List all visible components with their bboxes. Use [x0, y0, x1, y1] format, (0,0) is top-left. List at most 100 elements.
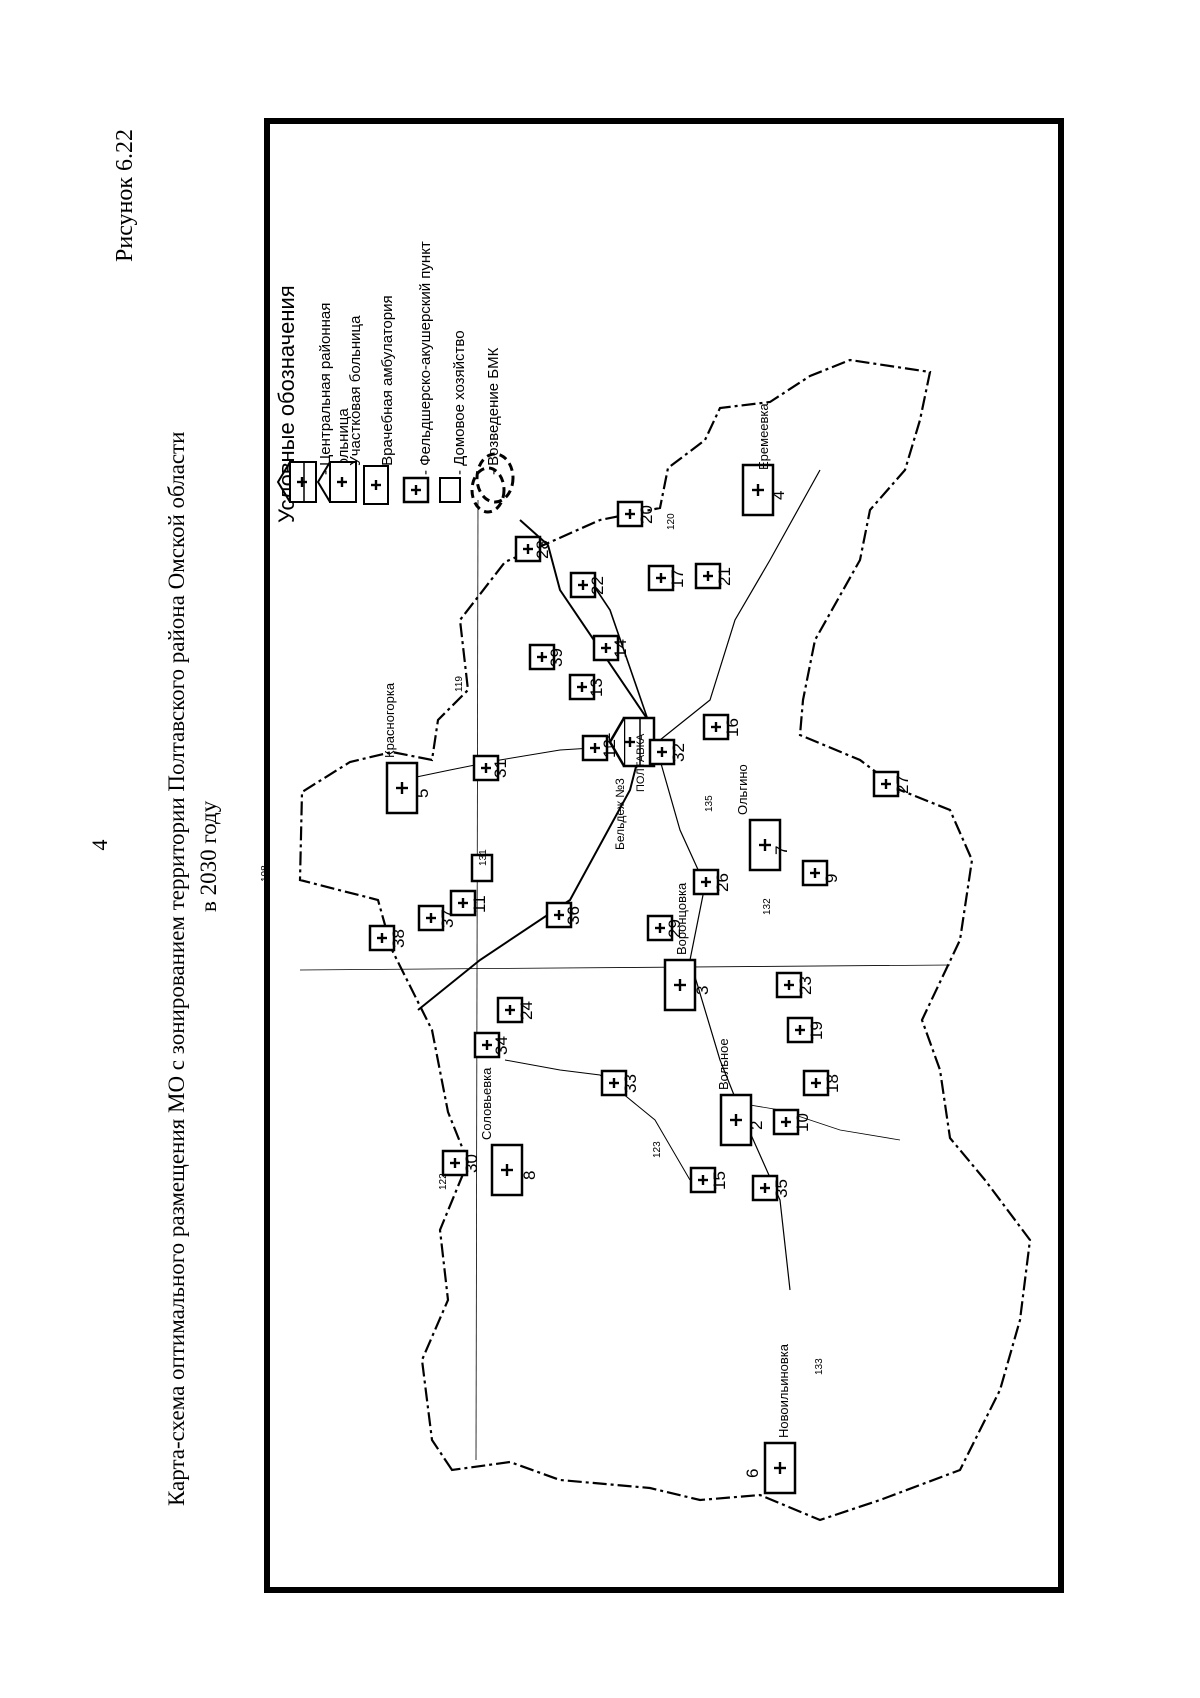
facility-22[interactable]: 22 [569, 571, 607, 599]
district-border [298, 358, 1032, 1522]
facility-21[interactable]: 21 [694, 562, 734, 590]
facility-35[interactable]: 35 [751, 1174, 791, 1202]
road-number-119: 119 [454, 676, 465, 692]
facility-30[interactable]: 30 [441, 1149, 481, 1177]
facility-name: Еремеевка [756, 403, 771, 470]
facility-number: 20 [637, 505, 656, 524]
facility-number: 27 [893, 775, 912, 794]
facility-17[interactable]: 17 [647, 564, 687, 592]
facility-number: 13 [587, 678, 606, 697]
facility-16[interactable]: 16 [702, 713, 742, 741]
facility-39[interactable]: 39 [528, 643, 566, 671]
facility-number: 31 [491, 759, 510, 778]
facility-18[interactable]: 18 [802, 1069, 842, 1097]
facility-20[interactable]: 20 [616, 500, 656, 528]
outpatient-clinic-icon [385, 761, 419, 815]
facility-name: Новоильиновка [776, 1343, 791, 1438]
household-marker [470, 853, 494, 883]
legend-item: - Участковая больница [316, 315, 364, 503]
outpatient-clinic-icon [748, 818, 782, 872]
facility-number: 7 [772, 846, 791, 855]
facility-name: Соловьевка [479, 1067, 494, 1140]
facility-number: 9 [822, 874, 841, 883]
feldsher-point-icon [472, 754, 500, 782]
feldsher-point-icon [689, 1166, 717, 1194]
railway-line [417, 519, 650, 1011]
facility-28[interactable]: 28 [514, 535, 552, 563]
facility-24[interactable]: 24 [496, 996, 536, 1024]
feldsher-point-icon [569, 571, 597, 599]
facility-number: 3 [693, 986, 712, 995]
legend-item-label: - Домовое хозяйство [451, 330, 468, 475]
facility-number: 23 [796, 976, 815, 995]
feldsher-point-icon [496, 996, 524, 1024]
facility-10[interactable]: 10 [772, 1108, 812, 1136]
facility-29[interactable]: 29 [646, 914, 684, 942]
feldsher-point-icon [694, 562, 722, 590]
facility-9[interactable]: 9 [801, 859, 841, 887]
outpatient-clinic-icon [490, 1143, 524, 1197]
road-number-123: 123 [652, 1141, 663, 1158]
feldsher-point-icon [568, 673, 596, 701]
feldsher-point-icon [600, 1069, 628, 1097]
facility-32[interactable]: 32 [648, 738, 688, 766]
facility-15[interactable]: 15 [689, 1166, 729, 1194]
facility-27[interactable]: 27 [872, 770, 912, 798]
facility-number: 28 [533, 540, 552, 559]
feldsher-point-icon [402, 476, 430, 504]
legend-item-label: - Врачебная амбулатория [379, 295, 396, 475]
outpatient-clinic-icon [741, 463, 775, 517]
legend-item-label: - Центральная районная [317, 303, 334, 475]
facility-37[interactable]: 37 [417, 904, 457, 932]
facility-33[interactable]: 33 [600, 1069, 640, 1097]
facility-number: 10 [793, 1113, 812, 1132]
feldsher-point-icon [786, 1016, 814, 1044]
facility-number: 34 [492, 1036, 511, 1055]
outpatient-clinic-icon [763, 1441, 797, 1495]
feldsher-point-icon [647, 564, 675, 592]
legend-item: - Возведение БМК [470, 347, 506, 514]
feldsher-point-icon [872, 770, 900, 798]
facility-36[interactable]: 36 [545, 901, 583, 929]
legend-item-label: - Возведение БМК [485, 347, 502, 475]
road-number-132: 132 [762, 898, 773, 915]
facility-number: 14 [611, 639, 630, 658]
feldsher-point-icon [473, 1031, 501, 1059]
facility-19[interactable]: 19 [786, 1016, 826, 1044]
district-hospital-icon [316, 461, 357, 503]
facility-26[interactable]: 26 [692, 868, 732, 896]
facility-number: 30 [462, 1154, 481, 1173]
facility-31[interactable]: 31 [472, 754, 510, 782]
facility-number: 15 [710, 1171, 729, 1190]
bmk-marker [475, 452, 515, 504]
facility-4[interactable]: 4 Еремеевка [741, 403, 788, 517]
facility-number: 37 [438, 909, 457, 928]
facility-11[interactable]: 11 [449, 889, 489, 917]
legend-item-label: больница [335, 408, 352, 475]
facility-number: 4 [769, 491, 788, 500]
facility-number: 32 [669, 743, 688, 762]
facility-name: Красногорка [382, 682, 397, 758]
feldsher-point-icon [751, 1174, 779, 1202]
facility-12[interactable]: 12 [581, 734, 619, 762]
feldsher-point-icon [772, 1108, 800, 1136]
facility-38[interactable]: 38 [368, 924, 408, 952]
feldsher-point-icon [775, 971, 803, 999]
road-number-120: 120 [666, 513, 677, 530]
facility-34[interactable]: 34 [473, 1031, 511, 1059]
facility-14[interactable]: 14 [592, 634, 630, 662]
feldsher-point-icon [702, 713, 730, 741]
feldsher-point-icon [514, 535, 542, 563]
map-frame [264, 118, 1064, 1593]
facility-23[interactable]: 23 [775, 971, 815, 999]
facility-13[interactable]: 13 [568, 673, 606, 701]
road-number-133: 133 [814, 1358, 825, 1375]
